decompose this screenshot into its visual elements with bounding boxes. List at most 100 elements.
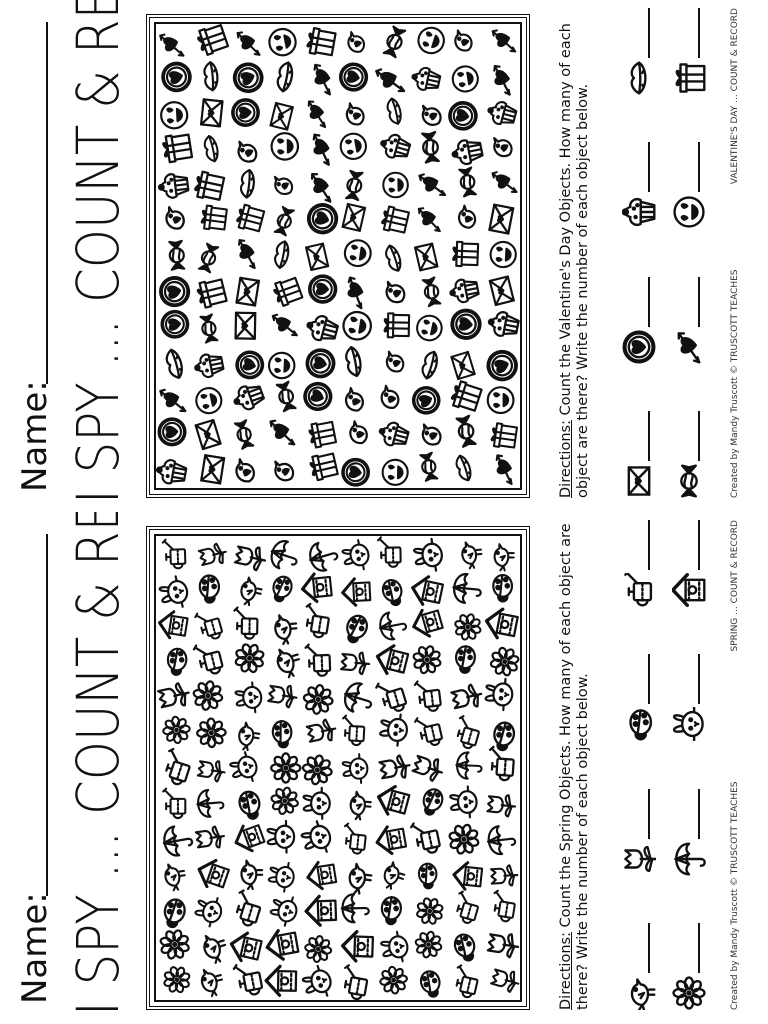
gift-answer-blank[interactable]: [698, 8, 700, 59]
grid-item-heart-arrow: [310, 172, 332, 203]
flower-answer-blank[interactable]: [698, 923, 700, 973]
grid-item-heart-medallion: [305, 348, 336, 379]
name-label: Name:: [15, 380, 55, 492]
grid-item-lovebird: [344, 386, 364, 412]
grid-item-umbrella: [162, 825, 194, 857]
grid-item-birdhouse: [234, 824, 266, 853]
grid-item-ladybug: [492, 573, 514, 603]
answer-key-tulip: [622, 788, 658, 876]
grid-item-heart-medallion: [306, 203, 339, 235]
grid-item-bird: [200, 968, 223, 998]
grid-item-umbrella: [452, 572, 482, 604]
grid-item-lips: [421, 350, 438, 380]
grid-item-heart-arrow: [236, 31, 261, 56]
grid-item-lips: [203, 61, 219, 92]
grid-item-envelope: [194, 418, 222, 451]
footer-title: SPRING ... COUNT & RECORD: [730, 520, 740, 652]
envelope-icon: [622, 464, 656, 498]
grid-item-flower: [414, 930, 443, 959]
grid-item-watering-can: [493, 889, 516, 923]
heart-arrow-answer-blank[interactable]: [698, 276, 700, 327]
grid-item-cupcake: [380, 133, 412, 159]
grid-item-candy: [419, 451, 439, 482]
answer-key-heart-arrow: [672, 276, 706, 364]
grid-item-bunny: [267, 862, 295, 893]
grid-item-heart-arrow: [313, 63, 331, 96]
grid-item-birdhouse: [375, 825, 408, 856]
bunny-answer-blank[interactable]: [698, 654, 700, 705]
grid-item-flower: [301, 754, 333, 786]
cupcake-answer-blank[interactable]: [648, 142, 650, 193]
grid-item-candy: [197, 242, 220, 274]
lips-answer-blank[interactable]: [648, 8, 650, 59]
grid-item-lovebird: [421, 104, 442, 126]
grid-item-watering-can: [304, 643, 332, 677]
grid-item-heart-arrow: [493, 64, 511, 96]
grid-item-birdhouse: [452, 861, 484, 891]
bird-answer-blank[interactable]: [648, 923, 650, 973]
grid-item-watering-can: [456, 715, 480, 750]
answer-key-row-2: [662, 8, 706, 498]
envelope-answer-blank[interactable]: [648, 411, 650, 461]
grid-item-bird: [383, 861, 406, 890]
grid-item-lips: [455, 454, 472, 482]
directions-label: Directions:: [558, 932, 574, 1010]
i-spy-grid-canvas: [154, 22, 522, 490]
bunny-icon: [672, 706, 706, 743]
grid-item-candy: [455, 414, 477, 448]
answer-key-row-2: [662, 520, 706, 1010]
grid-item-tulip: [197, 542, 227, 567]
grid-item-bird: [203, 934, 227, 964]
grid-item-watering-can: [343, 964, 369, 1001]
umbrella-icon: [672, 842, 706, 876]
umbrella-answer-blank[interactable]: [698, 788, 700, 839]
grid-item-bunny: [266, 819, 296, 854]
grid-item-umbrella: [378, 611, 407, 641]
candy-answer-blank[interactable]: [698, 411, 700, 461]
answer-key-gift: [672, 8, 706, 95]
grid-item-birdhouse: [341, 577, 372, 607]
footer: Created by Mandy Truscott © TRUSCOTT TEA…: [730, 8, 754, 498]
grid-item-bunny: [194, 897, 223, 928]
name-label: Name:: [15, 892, 55, 1004]
grid-item-watering-can: [409, 822, 441, 854]
answer-key-row-1: [612, 520, 658, 1012]
grid-item-smiley: [267, 351, 296, 380]
grid-item-tulip: [486, 794, 517, 818]
answer-key-ladybug: [622, 654, 656, 741]
grid-item-cupcake: [306, 315, 339, 342]
grid-item-flower: [163, 966, 191, 994]
grid-item-heart-medallion: [448, 101, 478, 131]
grid-item-flower: [162, 715, 191, 745]
grid-item-cupcake: [449, 278, 480, 304]
answer-key-bunny: [672, 654, 706, 743]
grid-item-envelope: [305, 242, 330, 272]
name-field[interactable]: Name:: [12, 524, 58, 1004]
grid-item-bird: [276, 648, 301, 679]
grid-item-watering-can: [194, 612, 223, 640]
grid-item-gift: [452, 240, 480, 268]
grid-item-heart-arrow: [495, 454, 513, 485]
name-field[interactable]: Name:: [12, 12, 58, 492]
tulip-answer-blank[interactable]: [648, 788, 650, 839]
grid-item-heart-medallion: [411, 386, 441, 415]
grid-item-bunny: [341, 539, 370, 571]
grid-item-flower: [270, 752, 302, 784]
grid-item-lips: [345, 346, 362, 378]
grid-item-tulip: [196, 760, 226, 783]
lips-icon: [622, 61, 656, 95]
grid-item-cupcake: [451, 139, 484, 166]
smiley-answer-blank[interactable]: [698, 142, 700, 193]
grid-item-lovebird: [237, 140, 258, 163]
answer-key-bird: [622, 923, 656, 1012]
ladybug-answer-blank[interactable]: [648, 654, 650, 705]
grid-item-heart-medallion: [303, 381, 333, 412]
grid-item-lovebird: [385, 280, 406, 304]
heart-medallion-answer-blank[interactable]: [648, 276, 650, 327]
grid-item-gift: [381, 205, 410, 234]
grid-item-watering-can: [165, 747, 191, 786]
grid-item-heart-arrow: [347, 276, 364, 310]
watering-can-answer-blank[interactable]: [648, 520, 650, 571]
birdhouse-answer-blank[interactable]: [698, 520, 700, 571]
footer: Created by Mandy Truscott © TRUSCOTT TEA…: [730, 520, 754, 1010]
